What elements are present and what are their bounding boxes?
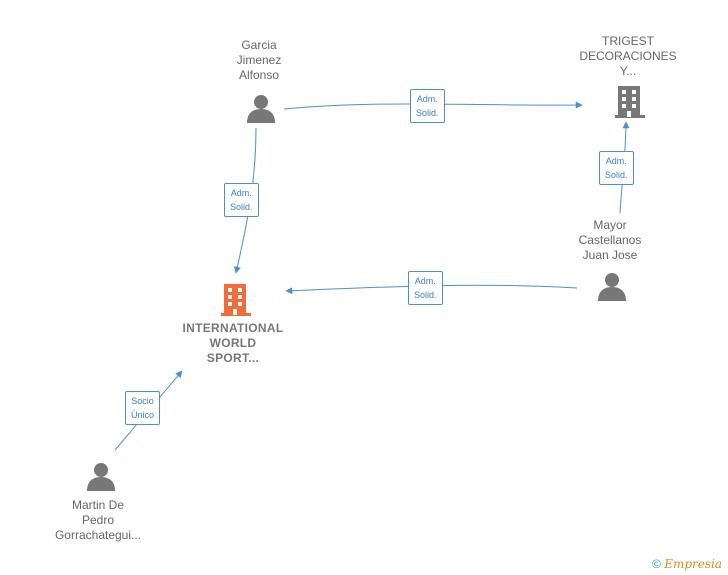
person-icon[interactable] — [86, 462, 116, 492]
node-label-martin[interactable]: Martin De Pedro Gorrachategui... — [54, 498, 142, 542]
node-label-international[interactable]: INTERNATIONAL WORLD SPORT... — [182, 321, 284, 365]
brand-name: Empresia — [664, 557, 722, 571]
main-company-building-icon[interactable] — [220, 283, 252, 317]
edge-label-martin-international[interactable]: Socio Único — [125, 391, 161, 425]
building-icon[interactable] — [614, 85, 646, 119]
node-label-trigest[interactable]: TRIGEST DECORACIONES Y... — [579, 34, 677, 78]
edge-label-garcia-international[interactable]: Adm. Solid. — [224, 183, 259, 217]
edge-label-mayor-international[interactable]: Adm. Solid. — [408, 271, 443, 305]
edge-label-mayor-trigest[interactable]: Adm. Solid. — [599, 151, 634, 185]
footer-brand[interactable]: © Empresia — [652, 557, 722, 571]
node-label-mayor[interactable]: Mayor Castellanos Juan Jose — [578, 218, 642, 262]
copyright-icon: © — [652, 557, 661, 571]
person-icon[interactable] — [246, 94, 276, 124]
edge-label-garcia-trigest[interactable]: Adm. Solid. — [410, 89, 445, 123]
person-icon[interactable] — [597, 272, 627, 302]
node-label-garcia[interactable]: Garcia Jimenez Alfonso — [236, 38, 282, 82]
